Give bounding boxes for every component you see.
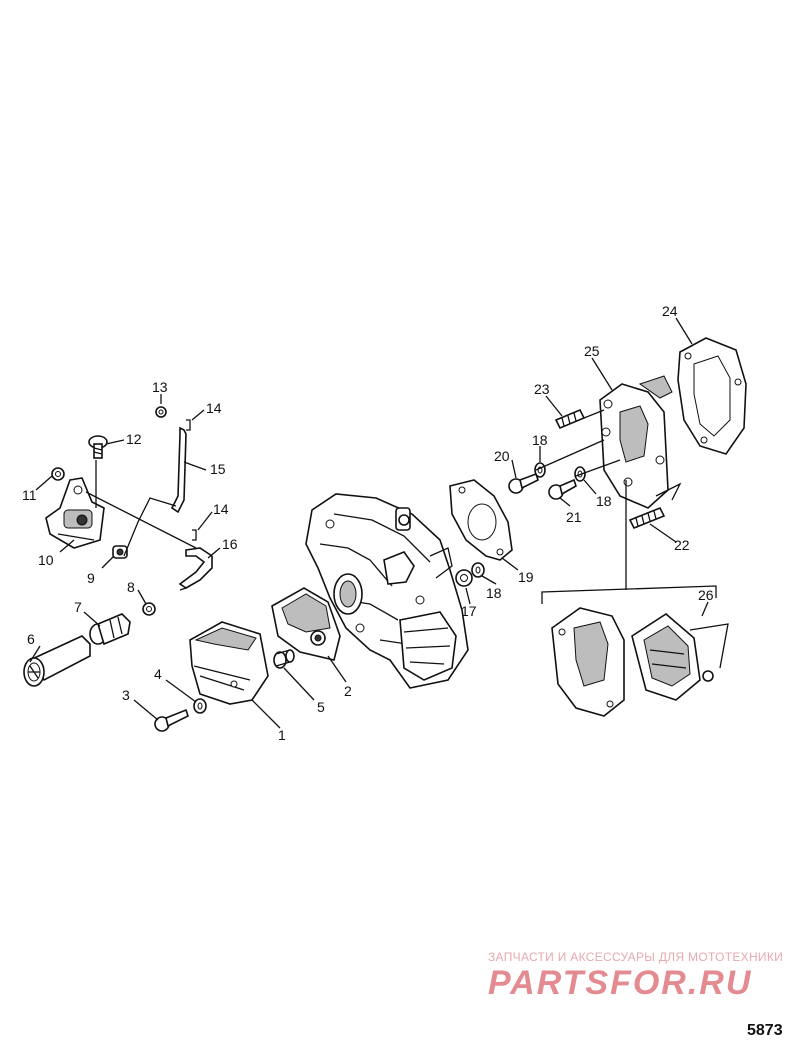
callout-11: 11 xyxy=(22,487,37,503)
callout-7: 7 xyxy=(74,599,82,615)
callout-14-lower: 14 xyxy=(213,501,229,517)
part-1-silencer-cover xyxy=(189,621,269,705)
part-14-clip-lower xyxy=(192,529,197,541)
part-13-nut xyxy=(155,406,167,418)
callout-18-bottom: 18 xyxy=(486,585,502,601)
callout-4: 4 xyxy=(154,666,162,682)
callout-17: 17 xyxy=(461,603,477,619)
part-8-nut xyxy=(142,602,156,616)
callout-8: 8 xyxy=(127,579,135,595)
callout-2: 2 xyxy=(344,683,352,699)
callout-6: 6 xyxy=(27,631,35,647)
watermark-logo: PARTSFOR.RU xyxy=(488,964,753,1002)
part-17-nut xyxy=(455,569,473,587)
part-16-link-rod xyxy=(178,547,213,591)
part-26-reed-subassembly xyxy=(551,607,729,717)
subassembly-bracket xyxy=(541,480,717,604)
callout-13: 13 xyxy=(152,379,168,395)
part-5-spacer xyxy=(273,649,295,669)
callout-25: 25 xyxy=(584,343,600,359)
part-2-silencer-base xyxy=(271,587,341,661)
part-22-stud xyxy=(628,506,666,530)
part-15-rod xyxy=(170,426,187,514)
callout-leaders xyxy=(29,317,709,729)
part-23-stud xyxy=(554,408,586,430)
callout-21: 21 xyxy=(566,509,582,525)
part-4-washer xyxy=(193,698,207,714)
callout-10: 10 xyxy=(38,552,54,568)
part-21-bolt xyxy=(548,478,577,500)
part-18-washer-a xyxy=(471,562,485,578)
part-11-nut xyxy=(51,467,65,481)
assembly-guide-lines xyxy=(535,409,682,501)
callout-15: 15 xyxy=(210,461,226,477)
part-19-gasket xyxy=(449,479,513,561)
callout-18-upper: 18 xyxy=(532,432,548,448)
callout-18-right: 18 xyxy=(596,493,612,509)
callout-24: 24 xyxy=(662,303,678,319)
callout-16: 16 xyxy=(222,536,238,552)
callout-5: 5 xyxy=(317,699,325,715)
figure-number: 5873 xyxy=(747,1022,783,1039)
part-9-clip xyxy=(112,545,128,559)
part-25-reed-block xyxy=(599,375,673,509)
part-3-bolt xyxy=(154,708,189,732)
carburetor-assembly xyxy=(305,493,469,689)
part-10-bracket xyxy=(45,477,105,549)
callout-14-upper: 14 xyxy=(206,400,222,416)
callout-19: 19 xyxy=(518,569,534,585)
part-14-clip-upper xyxy=(186,419,191,431)
callout-22: 22 xyxy=(674,537,690,553)
callout-23: 23 xyxy=(534,381,550,397)
part-20-bolt xyxy=(508,472,539,494)
callout-12: 12 xyxy=(126,431,142,447)
part-24-gasket xyxy=(677,337,747,455)
part-12-screw xyxy=(88,435,108,459)
linkage-guide-lines xyxy=(85,460,197,557)
callout-26: 26 xyxy=(698,587,714,603)
watermark-tagline: ЗАПЧАСТИ И АКСЕССУАРЫ ДЛЯ МОТОТЕХНИКИ xyxy=(488,950,784,964)
callout-1: 1 xyxy=(278,727,286,743)
callout-3: 3 xyxy=(122,687,130,703)
callout-9: 9 xyxy=(87,570,95,586)
part-7-bushing xyxy=(89,613,131,646)
part-6-choke-knob xyxy=(23,635,91,687)
callout-20: 20 xyxy=(494,448,510,464)
